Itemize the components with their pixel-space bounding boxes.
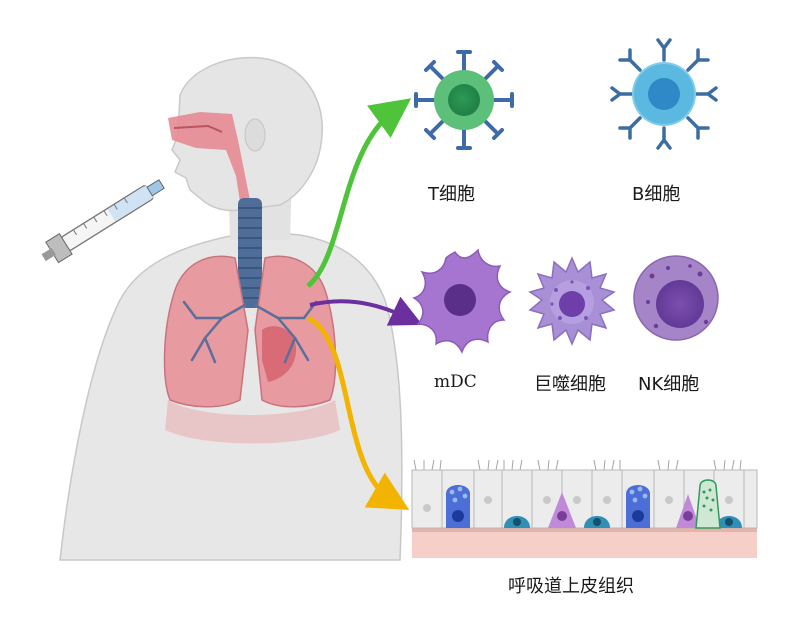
human-body [41,56,403,561]
t-cell-label: T细胞 [428,184,475,205]
syringe-icon [41,179,165,264]
nk-cell-label: NK细胞 [638,374,700,395]
mdc-label: mDC [434,372,477,392]
macrophage-icon [528,256,616,346]
t-cell-icon [414,50,514,150]
b-cell-label: B细胞 [632,184,681,205]
nk-cell-icon [633,255,719,341]
arrow-to-epithelium [306,315,410,511]
mdc-icon [412,248,512,354]
b-cell-icon [610,38,718,150]
arrow-to-innate-cells [309,296,423,326]
macrophage-label: 巨噬细胞 [534,374,606,395]
epithelium-label: 呼吸道上皮组织 [508,576,634,597]
respiratory-epithelium [411,459,758,558]
arrow-to-t-cells [306,98,412,288]
